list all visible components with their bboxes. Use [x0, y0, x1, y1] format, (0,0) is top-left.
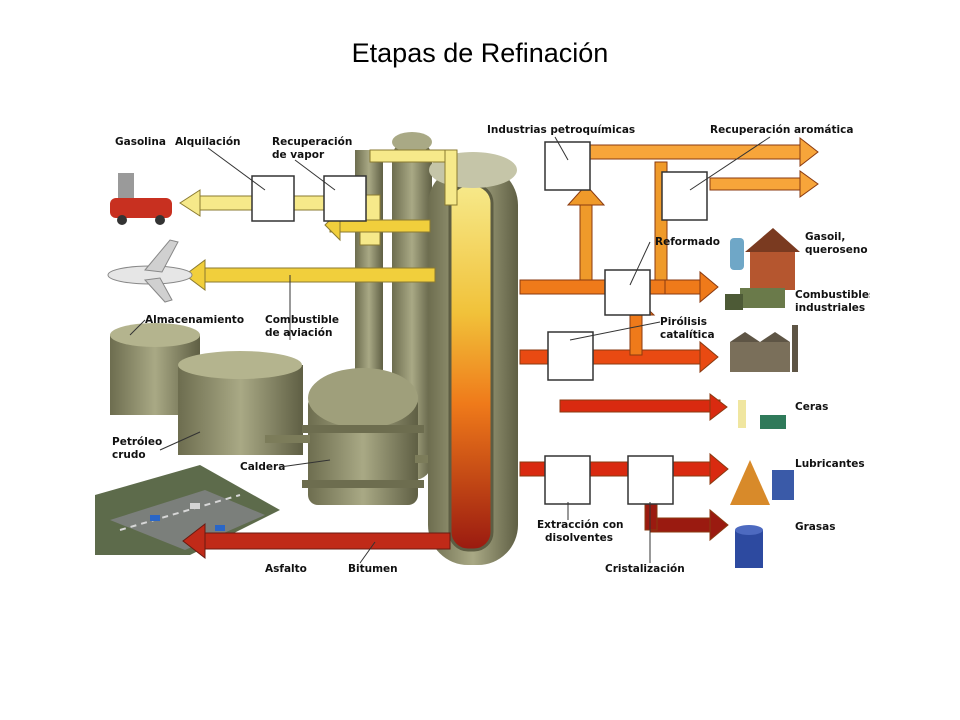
label-combustible-aviacion-2: de aviación: [265, 327, 332, 339]
label-extraccion-1: Extracción con: [537, 519, 624, 531]
label-lubricantes: Lubricantes: [795, 458, 865, 470]
label-extraccion-2: disolventes: [545, 532, 613, 544]
leader-lines: [129, 136, 771, 564]
label-petroleo-2: crudo: [112, 449, 146, 461]
refinery-diagram: Gasolina Alquilación Recuperación de vap…: [95, 124, 870, 575]
label-ceras: Ceras: [795, 401, 828, 413]
house-lamp-icon: [730, 228, 800, 290]
label-combustibles-ind-2: industriales: [795, 302, 865, 314]
process-boxes-left: [251, 175, 367, 222]
gasoline-pump-car-icon: [110, 173, 172, 225]
candle-wax-icon: [738, 400, 786, 429]
label-almacenamiento: Almacenamiento: [145, 314, 244, 326]
factory-icon: [730, 325, 798, 372]
oil-can-icon: [730, 460, 794, 505]
label-combustible-aviacion-1: Combustible: [265, 314, 339, 326]
label-cristalizacion: Cristalización: [605, 563, 685, 575]
label-asfalto: Asfalto: [265, 563, 307, 575]
label-recuperacion-vapor-2: de vapor: [272, 149, 325, 161]
label-caldera: Caldera: [240, 461, 285, 473]
label-reformado: Reformado: [655, 236, 720, 248]
airplane-icon: [107, 239, 193, 303]
bitumen-arrow: [182, 522, 451, 560]
label-recuperacion-vapor-1: Recuperación: [272, 136, 352, 148]
label-combustibles-ind-1: Combustibles: [795, 289, 870, 301]
distillation-column: [428, 152, 518, 565]
label-alquilacion: Alquilación: [175, 136, 241, 148]
label-gasoil-1: Gasoil,: [805, 231, 845, 243]
label-recuperacion-aromatica: Recuperación aromática: [710, 124, 853, 136]
label-pirolisis-1: Pirólisis: [660, 316, 707, 328]
label-bitumen: Bitumen: [348, 563, 398, 575]
label-grasas: Grasas: [795, 521, 835, 533]
label-gasolina: Gasolina: [115, 136, 166, 148]
process-boxes-right: [544, 141, 708, 505]
label-industrias: Industrias petroquímicas: [487, 124, 635, 136]
grease-barrel-icon: [735, 525, 763, 568]
label-pirolisis-2: catalítica: [660, 329, 715, 341]
label-petroleo-1: Petróleo: [112, 436, 162, 448]
truck-icon: [725, 288, 785, 310]
label-gasoil-2: queroseno: [805, 244, 868, 256]
page-title: Etapas de Refinación: [351, 38, 609, 68]
